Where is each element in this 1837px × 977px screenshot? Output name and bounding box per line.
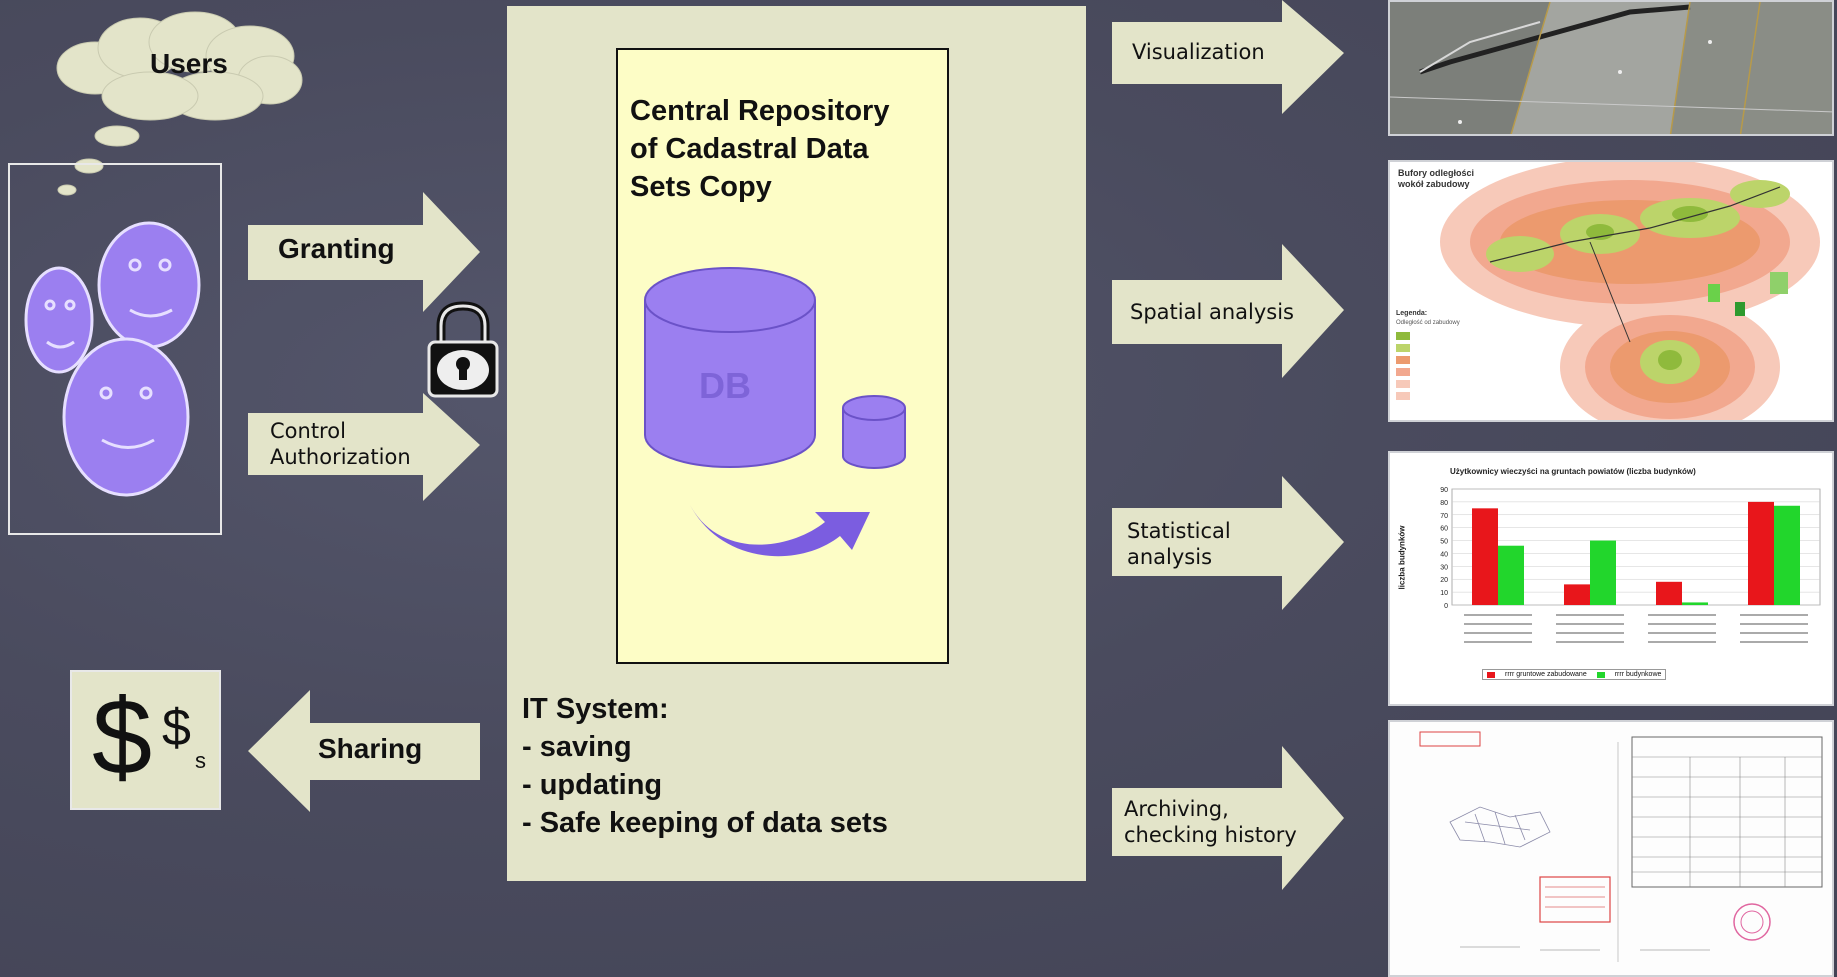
dollar-sign-icon: $ [92, 676, 153, 797]
granting-label: Granting [278, 232, 395, 264]
legend-series2: rrrr budynkowe [1614, 671, 1662, 678]
chart-ytick-label: 50 [1440, 539, 1448, 546]
chart-ytick-label: 20 [1440, 577, 1448, 584]
chart-ytick-label: 80 [1440, 500, 1448, 507]
buffer-legend-subtitle: Odległość od zabudowy [1396, 320, 1460, 326]
repository-title: Central Repository of Cadastral Data Set… [630, 92, 889, 206]
sharing-label: Sharing [318, 732, 423, 764]
money-box [70, 670, 221, 810]
statistical-analysis-arrow [1112, 476, 1344, 610]
archive-document-image [1390, 722, 1832, 975]
chart-ytick-label: 40 [1440, 551, 1448, 558]
archiving-arrow [1112, 746, 1344, 890]
tiny-s-icon: s [195, 748, 206, 773]
chart-ytick-label: 10 [1440, 590, 1448, 597]
checking-history-line: checking history [1124, 823, 1297, 848]
buffer-legend-title: Legenda: [1396, 310, 1428, 317]
lock-icon [427, 301, 499, 398]
control-authorization-arrow [248, 393, 480, 501]
chart-bar [1748, 501, 1774, 605]
visualization-arrow [1112, 0, 1344, 114]
chart-bar [1774, 505, 1800, 605]
buffer-map-title-line-1: Bufory odległości [1398, 168, 1475, 178]
chart-ytick-label: 70 [1440, 513, 1448, 520]
repo-title-line-3: Sets Copy [630, 171, 772, 203]
spatial-analysis-label: Spatial analysis [1130, 299, 1295, 324]
database-icon [644, 267, 906, 557]
users-cloud [56, 11, 303, 196]
statistics-chart: 90 80 70 60 50 40 30 20 10 0 [1440, 487, 1821, 643]
chart-ytick-label: 30 [1440, 564, 1448, 571]
small-dollar-icon: $ [162, 699, 191, 757]
sharing-arrow [248, 690, 480, 812]
chart-bar [1472, 508, 1498, 605]
aerial-photo-panel [1388, 0, 1834, 136]
chart-bar [1682, 602, 1708, 605]
repo-title-line-1: Central Repository [630, 95, 890, 127]
legend-swatch-series2 [1596, 671, 1605, 678]
chart-bar [1564, 584, 1590, 605]
buffer-map-title-line-2: wokół zabudowy [1398, 179, 1470, 189]
statistical-line: Statistical [1127, 519, 1231, 543]
statistical-analysis-label: Statistical analysis [1127, 518, 1231, 571]
it-system-title: IT System: [522, 693, 669, 725]
buffer-map-title: Bufory odległości wokół zabudowy [1398, 168, 1474, 190]
chart-bar [1590, 540, 1616, 605]
repo-title-line-2: of Cadastral Data [630, 133, 869, 165]
archiving-label: Archiving, checking history [1124, 796, 1297, 849]
archiving-line: Archiving, [1124, 797, 1229, 821]
aerial-photo-image [1390, 2, 1832, 134]
users-label: Users [150, 48, 228, 79]
control-authorization-label: Control Authorization [270, 418, 411, 471]
granting-arrow [248, 192, 480, 312]
buffer-map-image [1390, 162, 1832, 420]
chart-ytick-label: 0 [1444, 603, 1448, 610]
db-label: DB [699, 365, 751, 406]
chart-bar [1498, 545, 1524, 605]
buffer-map-panel: Bufory odległości wokół zabudowy Legenda… [1388, 160, 1834, 422]
it-system-item-3: - Safe keeping of data sets [522, 807, 888, 839]
users-box [8, 163, 222, 535]
archive-document-panel [1388, 720, 1834, 977]
chart-title: Użytkownicy wieczyści na gruntach powiat… [1450, 467, 1696, 476]
legend-swatch-series1 [1487, 671, 1495, 678]
analysis-line: analysis [1127, 545, 1213, 570]
authorization-line: Authorization [270, 445, 411, 470]
visualization-label: Visualization [1132, 39, 1265, 64]
chart-ytick-label: 90 [1440, 487, 1448, 494]
buffer-legend-swatches [1396, 332, 1410, 400]
control-line: Control [270, 419, 346, 443]
it-system-text: IT System: - saving - updating - Safe ke… [522, 690, 888, 842]
spatial-analysis-arrow [1112, 244, 1344, 378]
chart-bar [1656, 581, 1682, 605]
chart-legend: rrrr gruntowe zabudowane rrrr budynkowe [1482, 669, 1667, 680]
smiley-faces [24, 221, 201, 497]
statistics-chart-panel: Użytkownicy wieczyści na gruntach powiat… [1388, 451, 1834, 706]
it-system-item-2: - updating [522, 769, 663, 801]
legend-series1: rrrr gruntowe zabudowane [1505, 671, 1587, 678]
chart-ytick-label: 60 [1440, 526, 1448, 533]
it-system-item-1: - saving [522, 731, 632, 763]
